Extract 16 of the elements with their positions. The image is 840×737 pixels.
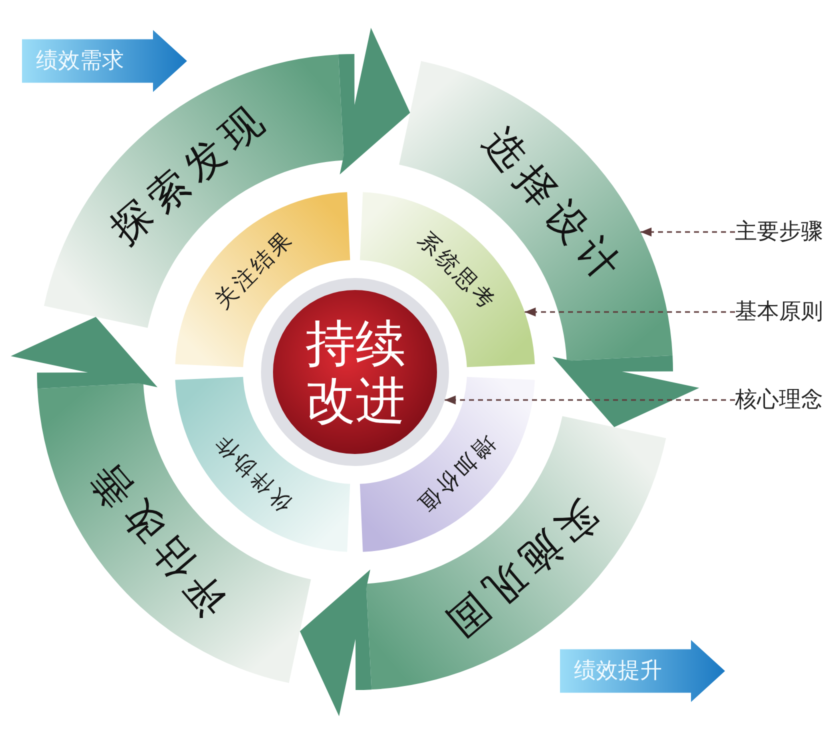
leader-arrow: [444, 396, 735, 404]
callout-label: 基本原则: [735, 299, 823, 325]
arrow-label: 绩效需求: [36, 48, 124, 74]
callout-label: 核心理念: [735, 387, 823, 413]
arrow-banner: [22, 30, 187, 92]
principle-label: 增加价值: [410, 429, 500, 518]
arrow-banner: [560, 640, 725, 702]
arrow-label: 绩效提升: [574, 658, 662, 684]
leader-arrow: [524, 308, 735, 316]
principle-label: 系统思考: [412, 226, 502, 316]
principle-label: 伙伴协作: [208, 428, 298, 518]
principle-label: 关注结果: [210, 226, 300, 316]
callout-label: 主要步骤: [735, 219, 823, 245]
center-circle: [261, 278, 450, 467]
center-label: 持续改进: [304, 315, 406, 430]
leader-arrow: [640, 228, 735, 236]
